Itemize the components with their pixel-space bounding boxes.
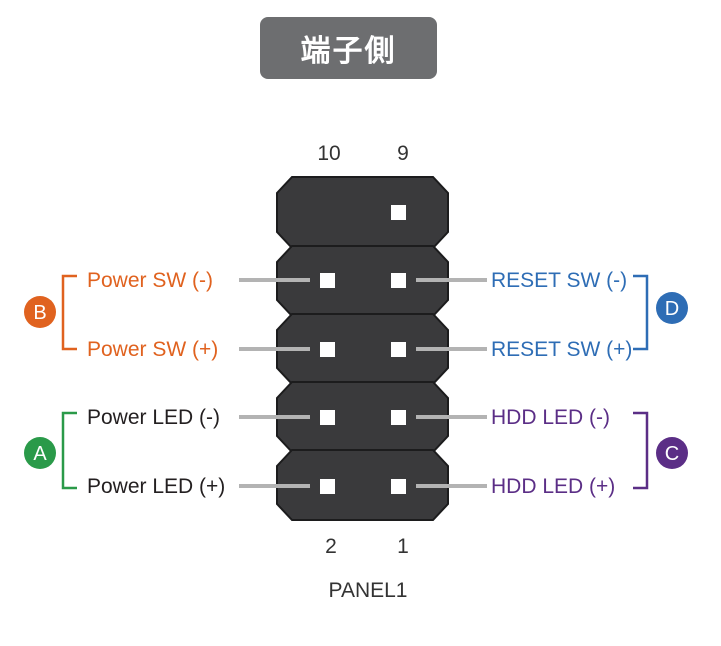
label-power-sw-plus: Power SW (+)	[87, 338, 218, 361]
label-hdd-led-plus: HDD LED (+)	[491, 475, 615, 498]
pin-row2-left	[320, 342, 335, 357]
header-segment-4	[276, 449, 449, 521]
bracket-a	[61, 411, 77, 490]
bracket-d	[633, 274, 649, 351]
badge-a-letter: A	[33, 443, 47, 465]
pin-number-top-right: 9	[397, 142, 409, 165]
badge-a: A	[24, 437, 56, 469]
label-power-led-plus: Power LED (+)	[87, 475, 225, 498]
badge-c: C	[656, 437, 688, 469]
badge-c-letter: C	[665, 443, 679, 465]
pin-9	[391, 205, 406, 220]
pin-number-top-left: 10	[317, 142, 340, 165]
badge-b-letter: B	[33, 302, 46, 324]
header-segment-top	[276, 176, 449, 249]
badge-d: D	[656, 292, 688, 324]
pin-row3-left	[320, 410, 335, 425]
pin-number-bottom-right: 1	[397, 535, 409, 558]
pin-row1-right	[391, 273, 406, 288]
pin-row3-right	[391, 410, 406, 425]
badge-b: B	[24, 296, 56, 328]
pin-2	[320, 479, 335, 494]
bracket-b	[61, 274, 77, 351]
pins	[320, 205, 406, 494]
label-power-led-minus: Power LED (-)	[87, 406, 220, 429]
pin-row2-right	[391, 342, 406, 357]
pin-1	[391, 479, 406, 494]
label-hdd-led-minus: HDD LED (-)	[491, 406, 610, 429]
pin-number-bottom-left: 2	[325, 535, 337, 558]
bracket-c	[633, 411, 649, 490]
title-box: 端子側	[260, 17, 437, 79]
label-reset-sw-plus: RESET SW (+)	[491, 338, 632, 361]
header-name: PANEL1	[329, 579, 408, 602]
header-body	[276, 176, 449, 521]
label-reset-sw-minus: RESET SW (-)	[491, 269, 627, 292]
label-power-sw-minus: Power SW (-)	[87, 269, 213, 292]
pin-row1-left	[320, 273, 335, 288]
badge-d-letter: D	[665, 298, 679, 320]
title-text: 端子側	[300, 34, 397, 69]
lead-lines	[239, 278, 487, 488]
